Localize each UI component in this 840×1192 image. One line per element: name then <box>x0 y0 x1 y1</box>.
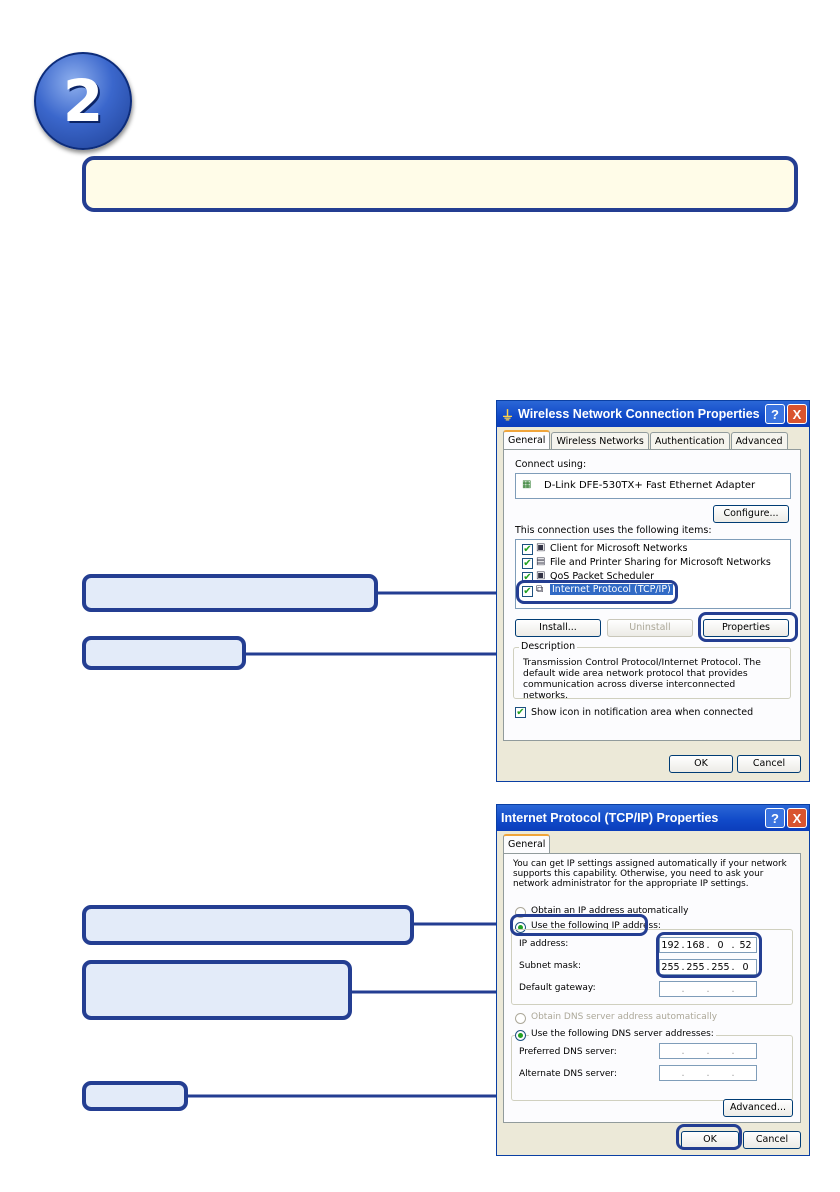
ip-octet: 0 <box>717 939 724 951</box>
list-item[interactable]: QoS Packet Scheduler <box>550 571 654 582</box>
description-text: Transmission Control Protocol/Internet P… <box>523 657 761 701</box>
help-button[interactable]: ? <box>765 404 785 424</box>
tab-general[interactable]: General <box>503 430 551 452</box>
use-ip-radio[interactable] <box>515 922 526 933</box>
step-number-badge: 2 <box>34 52 132 150</box>
obtain-dns-radio[interactable] <box>515 1013 526 1024</box>
default-gateway-label: Default gateway: <box>519 983 596 993</box>
items-list[interactable]: ✔ ▣ Client for Microsoft Networks ✔ ▤ Fi… <box>515 539 791 609</box>
advanced-button-label: Advanced... <box>730 1102 786 1113</box>
uninstall-button[interactable]: Uninstall <box>607 619 693 637</box>
use-dns-label[interactable]: Use the following DNS server addresses: <box>529 1029 716 1039</box>
highlight-ok-button <box>676 1124 742 1150</box>
ip-settings-group <box>511 929 793 1005</box>
subnet-mask-field[interactable]: 255. 255. 255. 0 <box>659 959 757 975</box>
items-label: This connection uses the following items… <box>515 525 712 536</box>
list-item[interactable]: Client for Microsoft Networks <box>550 543 688 554</box>
advanced-button[interactable]: Advanced... <box>723 1099 793 1117</box>
callout-click-ok <box>82 1081 188 1111</box>
network-adapter-icon: ▦ <box>522 479 532 490</box>
preferred-dns-field[interactable]: ... <box>659 1043 757 1059</box>
ok-button-label: OK <box>694 758 708 769</box>
alternate-dns-field[interactable]: ... <box>659 1065 757 1081</box>
tab-wireless-networks[interactable]: Wireless Networks <box>551 432 649 451</box>
help-button[interactable]: ? <box>765 808 785 828</box>
cancel-button[interactable]: Cancel <box>737 755 801 773</box>
tab-general[interactable]: General <box>503 834 551 856</box>
computer-icon: ▣ <box>536 542 546 553</box>
dialog-titlebar: ⏚ Wireless Network Connection Properties… <box>497 401 809 427</box>
tab-strip: General Wireless Networks Authentication… <box>503 430 789 452</box>
dialog-titlebar: Internet Protocol (TCP/IP) Properties ? … <box>497 805 809 831</box>
tab-authentication[interactable]: Authentication <box>649 432 730 451</box>
step-number: 2 <box>62 67 104 135</box>
close-button[interactable]: X <box>787 808 807 828</box>
install-button[interactable]: Install... <box>515 619 601 637</box>
alternate-dns-label: Alternate DNS server: <box>519 1069 618 1079</box>
highlight-tcpip-item <box>516 580 678 604</box>
item-checkbox[interactable]: ✔ <box>522 586 533 597</box>
subnet-octet: 255 <box>661 961 680 973</box>
obtain-ip-radio[interactable] <box>515 907 526 918</box>
uninstall-button-label: Uninstall <box>629 622 671 633</box>
highlight-ip-subnet-fields <box>656 932 762 978</box>
tcpip-properties-dialog: Internet Protocol (TCP/IP) Properties ? … <box>496 804 810 1156</box>
cancel-button-label: Cancel <box>752 758 786 769</box>
ok-button[interactable]: OK <box>669 755 733 773</box>
highlight-properties-button <box>698 612 798 642</box>
configure-button[interactable]: Configure... <box>713 505 789 523</box>
obtain-ip-label[interactable]: Obtain an IP address automatically <box>531 906 689 916</box>
close-button[interactable]: X <box>787 404 807 424</box>
obtain-dns-label[interactable]: Obtain DNS server address automatically <box>531 1012 718 1022</box>
tab-advanced[interactable]: Advanced <box>730 432 788 451</box>
subnet-octet: 255 <box>711 961 730 973</box>
ip-octet: 52 <box>739 939 752 951</box>
callout-use-following-ip <box>82 905 414 945</box>
step-header-box <box>82 156 798 212</box>
dialog-title: Wireless Network Connection Properties <box>518 407 760 421</box>
connect-using-label: Connect using: <box>515 459 587 470</box>
highlight-use-ip-radio <box>510 914 648 936</box>
printer-icon: ▤ <box>536 556 546 567</box>
properties-button-label: Properties <box>721 622 770 633</box>
default-gateway-field[interactable]: ... <box>659 981 757 997</box>
preferred-dns-label: Preferred DNS server: <box>519 1047 617 1057</box>
tab-strip: General <box>503 834 551 856</box>
scheduler-icon: ▣ <box>536 570 546 581</box>
callout-enter-ip-subnet <box>82 960 352 1020</box>
subnet-mask-label: Subnet mask: <box>519 961 581 971</box>
configure-button-label: Configure... <box>723 508 779 519</box>
callout-select-tcpip <box>82 574 378 612</box>
ip-octet: 168 <box>686 939 705 951</box>
description-legend: Description <box>519 641 578 652</box>
protocol-icon: ⧉ <box>536 584 544 595</box>
show-icon-label[interactable]: Show icon in notification area when conn… <box>531 707 754 718</box>
properties-button[interactable]: Properties <box>703 619 789 637</box>
show-icon-checkbox[interactable]: ✔ <box>515 707 526 718</box>
use-ip-label[interactable]: Use the following IP address: <box>531 921 661 931</box>
callout-click-properties <box>82 636 246 670</box>
subnet-octet: 255 <box>686 961 705 973</box>
ok-button-label: OK <box>703 1134 717 1145</box>
list-item[interactable]: File and Printer Sharing for Microsoft N… <box>550 557 771 568</box>
dialog-title: Internet Protocol (TCP/IP) Properties <box>501 811 719 825</box>
cancel-button[interactable]: Cancel <box>743 1131 801 1149</box>
install-button-label: Install... <box>539 622 577 633</box>
description-group <box>513 647 791 699</box>
item-checkbox[interactable]: ✔ <box>522 558 533 569</box>
use-dns-radio[interactable] <box>515 1030 526 1041</box>
ip-address-field[interactable]: 192. 168. 0. 52 <box>659 937 757 953</box>
intro-text: You can get IP settings assigned automat… <box>513 859 787 889</box>
wireless-connection-properties-dialog: ⏚ Wireless Network Connection Properties… <box>496 400 810 782</box>
subnet-octet: 0 <box>742 961 749 973</box>
cancel-button-label: Cancel <box>755 1134 789 1145</box>
ip-address-label: IP address: <box>519 939 569 949</box>
adapter-name: D-Link DFE-530TX+ Fast Ethernet Adapter <box>544 480 756 491</box>
ip-octet: 192 <box>661 939 680 951</box>
adapter-field: ▦ D-Link DFE-530TX+ Fast Ethernet Adapte… <box>515 473 791 499</box>
item-checkbox[interactable]: ✔ <box>522 544 533 555</box>
network-connection-icon: ⏚ <box>501 407 515 423</box>
list-item-selected[interactable]: Internet Protocol (TCP/IP) <box>550 584 673 595</box>
